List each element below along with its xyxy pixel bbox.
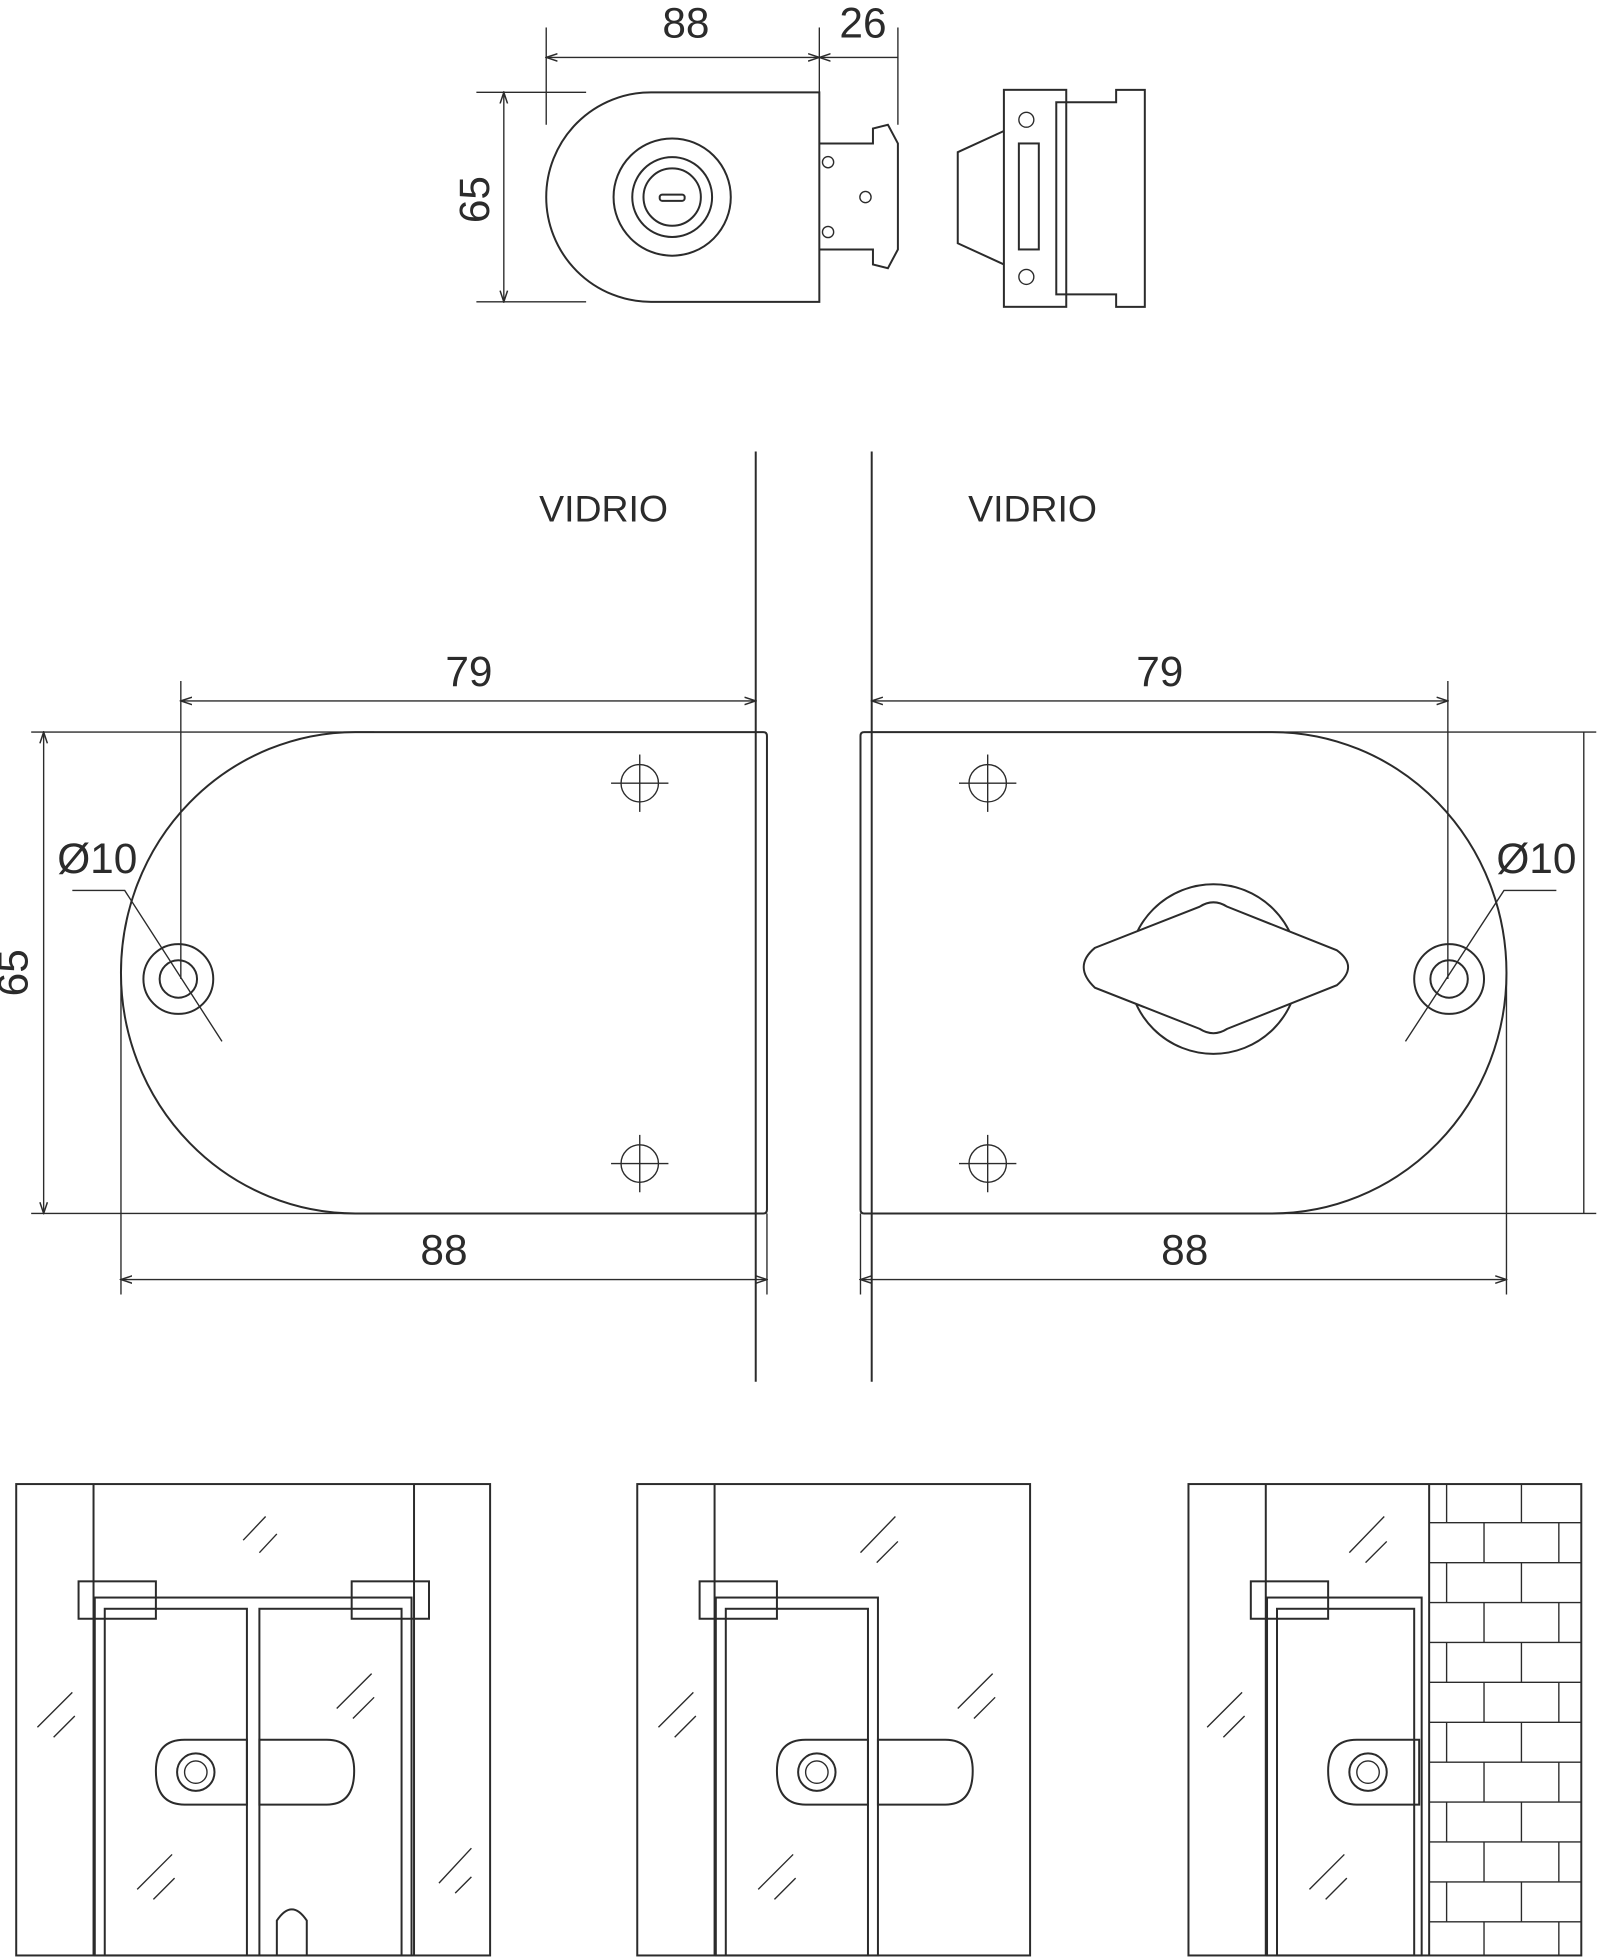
screw-hole-icon (611, 1134, 669, 1193)
installation-glass-to-glass (636, 1483, 1032, 1957)
front-right-view: VIDRIO Ø10 79 88 (859, 451, 1597, 1382)
installation-glass-to-wall (1187, 1483, 1583, 1957)
top-width-dimension: 88 (662, 0, 709, 46)
installation-double-door (15, 1483, 492, 1957)
screw-hole-icon (959, 1134, 1017, 1193)
glass-label-right: VIDRIO (968, 487, 1097, 529)
glass-hatch-icon (657, 1516, 996, 1900)
hole-diameter-right: Ø10 (1496, 835, 1576, 882)
offset-dimension-right: 79 (1136, 648, 1183, 695)
top-view: 88 26 65 (451, 0, 899, 303)
screw-hole-icon (959, 754, 1017, 812)
lock-plate-outline (859, 731, 1508, 1215)
strike-plate-outline (119, 731, 768, 1215)
brick-wall-icon (1429, 1484, 1582, 1956)
keyhole-cylinder (612, 137, 732, 257)
hole-diameter-left: Ø10 (57, 835, 137, 882)
top-height-dimension: 65 (451, 176, 498, 223)
glass-hole (142, 943, 215, 1015)
height-dimension: 65 (0, 949, 36, 996)
top-bracket-dimension: 26 (839, 0, 886, 46)
width-dimension-left: 88 (420, 1227, 467, 1274)
width-dimension-right: 88 (1161, 1227, 1208, 1274)
thumb-turn-knob-icon (1082, 883, 1350, 1055)
side-view (956, 88, 1146, 308)
latch-bracket (819, 123, 899, 270)
top-dimensions: 88 26 65 (451, 0, 899, 302)
screw-hole-icon (611, 754, 669, 812)
offset-dimension-left: 79 (445, 648, 492, 695)
glass-hatch-icon (1206, 1516, 1388, 1900)
glass-hatch-icon (36, 1516, 472, 1900)
front-left-view: VIDRIO Ø10 79 65 88 (0, 451, 768, 1382)
glass-hole (1413, 943, 1486, 1015)
glass-label-left: VIDRIO (539, 487, 668, 529)
lock-body-outline (545, 91, 821, 303)
